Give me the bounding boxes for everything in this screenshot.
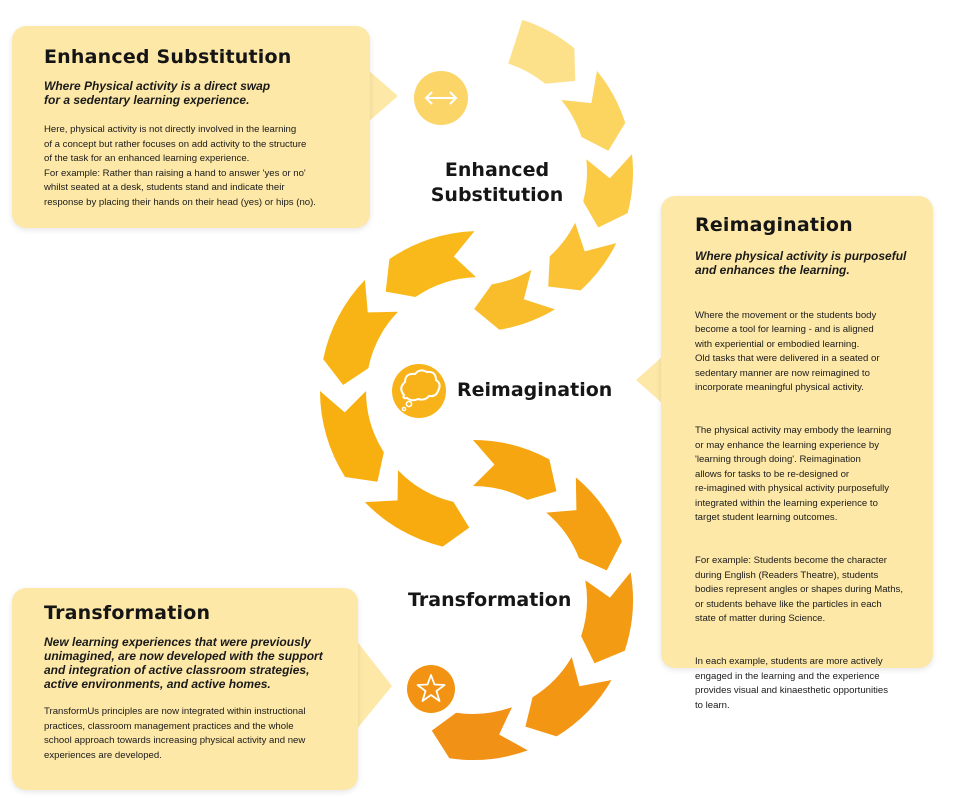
card-body: Here, physical activity is not directly … xyxy=(44,124,316,208)
arrow-segments-middle xyxy=(320,231,477,547)
thought-cloud-icon xyxy=(392,364,446,418)
card-body-paragraph: The physical activity may embody the lea… xyxy=(695,425,892,523)
card-transformation: Transformation New learning experiences … xyxy=(12,588,358,790)
card-title: Enhanced Substitution xyxy=(44,46,292,68)
card-subtitle: Where physical activity is purposeful an… xyxy=(695,249,907,277)
stage-label-enhanced-substitution: Enhanced Substitution xyxy=(430,159,564,206)
arrow-segment xyxy=(474,269,555,330)
card-tr-pointer xyxy=(356,640,392,730)
arrow-segments-top xyxy=(474,19,633,330)
stage-label-reimagination: Reimagination xyxy=(457,379,613,401)
card-enhanced-substitution: Enhanced Substitution Where Physical act… xyxy=(12,26,370,228)
arrow-segment xyxy=(546,477,622,571)
card-title: Reimagination xyxy=(695,214,853,236)
arrow-segment xyxy=(364,470,470,547)
arrow-segment xyxy=(385,231,477,298)
arrow-segment xyxy=(548,222,617,291)
card-body-paragraph: Where the movement or the students body … xyxy=(695,309,880,394)
stage-label-transformation: Transformation xyxy=(408,589,572,611)
arrow-segments-bottom xyxy=(431,440,633,760)
card-body-paragraph: In each example, students are more activ… xyxy=(695,656,889,711)
arrow-segment xyxy=(431,707,528,760)
arrow-segment xyxy=(561,70,626,151)
arrow-segment xyxy=(525,657,612,737)
card-es-pointer xyxy=(368,70,398,122)
card-reimagination: Reimagination Where physical activity is… xyxy=(661,196,933,711)
card-body-paragraph: For example: Students become the charact… xyxy=(695,555,903,624)
arrow-segment xyxy=(323,279,398,386)
card-re-pointer xyxy=(636,356,663,404)
arrow-segment xyxy=(320,391,384,482)
arrow-segment xyxy=(508,19,576,84)
card-body: TransformUs principles are now integrate… xyxy=(44,706,306,761)
star-icon xyxy=(407,665,455,713)
card-subtitle: Where Physical activity is a direct swap… xyxy=(44,79,271,107)
arrow-segment xyxy=(583,154,633,228)
card-subtitle: New learning experiences that were previ… xyxy=(44,635,323,691)
card-title: Transformation xyxy=(44,602,211,624)
arrow-segment xyxy=(581,572,633,664)
arrow-segment xyxy=(473,440,557,500)
double-arrow-icon xyxy=(414,71,468,125)
